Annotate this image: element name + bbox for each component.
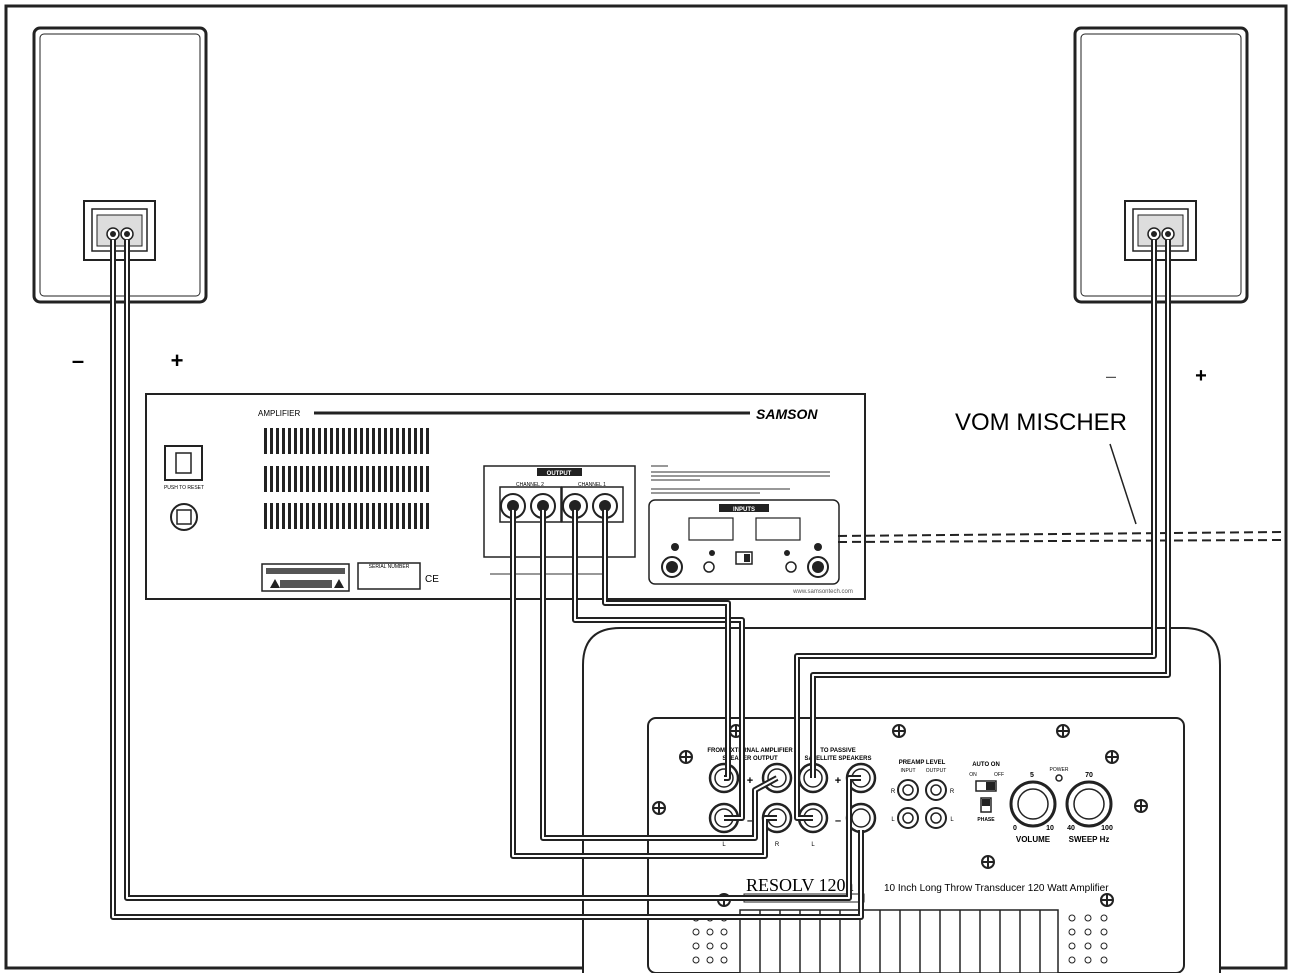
amplifier-label: AMPLIFIER bbox=[258, 409, 300, 418]
sweep-knob bbox=[1065, 780, 1113, 828]
push-to-reset-label: PUSH TO RESET bbox=[164, 485, 204, 491]
svg-text:R: R bbox=[775, 842, 780, 848]
cable-left-speaker-minus bbox=[110, 240, 864, 920]
to-passive-label: TO PASSIVE bbox=[820, 748, 855, 754]
heat-sink bbox=[739, 909, 1059, 973]
vom-mischer-label: VOM MISCHER bbox=[955, 409, 1127, 436]
channel-1-label: CHANNEL 1 bbox=[578, 482, 606, 488]
from-external-amp-label: FROM EXTERNAL AMPLIFIER bbox=[707, 748, 793, 754]
subwoofer: FROM EXTERNAL AMPLIFIER SPEAKER OUTPUT T… bbox=[582, 627, 1221, 973]
preamp-level-label: PREAMP LEVEL bbox=[899, 760, 946, 766]
amplifier-rear-panel: AMPLIFIER SAMSON PUSH TO RESET SERIAL NU… bbox=[145, 393, 866, 600]
right-minus-label: – bbox=[1106, 366, 1116, 386]
sweep-label: SWEEP Hz bbox=[1069, 835, 1110, 844]
svg-text:L: L bbox=[950, 817, 954, 823]
satellite-speakers-label: SATELLITE SPEAKERS bbox=[805, 756, 872, 762]
svg-text:+: + bbox=[747, 775, 753, 787]
ce-mark: CE bbox=[425, 574, 439, 585]
amp-input-jacks bbox=[661, 543, 829, 578]
svg-text:40: 40 bbox=[1067, 825, 1075, 832]
power-label: POWER bbox=[1050, 767, 1069, 773]
auto-on-label: AUTO ON bbox=[972, 762, 1000, 768]
left-speaker bbox=[32, 26, 208, 304]
svg-text:INPUT: INPUT bbox=[901, 768, 916, 774]
svg-text:100: 100 bbox=[1101, 825, 1113, 832]
subwoofer-description: 10 Inch Long Throw Transducer 120 Watt A… bbox=[884, 883, 1109, 894]
svg-text:70: 70 bbox=[1085, 772, 1093, 779]
cable-amp-ch1-minus bbox=[572, 506, 745, 821]
svg-text:R: R bbox=[891, 789, 896, 795]
cable-right-speaker-plus bbox=[810, 240, 1171, 778]
right-plus-label: + bbox=[1195, 365, 1207, 387]
volume-knob bbox=[1009, 780, 1057, 828]
power-led bbox=[1055, 774, 1063, 782]
resolv-logo: RESOLV 120a bbox=[746, 875, 854, 895]
samson-logo: SAMSON bbox=[756, 406, 818, 422]
volume-label: VOLUME bbox=[1016, 835, 1051, 844]
output-label: OUTPUT bbox=[547, 471, 572, 477]
serial-number-box bbox=[357, 562, 421, 590]
svg-text:–: – bbox=[747, 815, 753, 827]
left-plus-label: + bbox=[171, 348, 184, 373]
cable-amp-ch2-plus bbox=[540, 506, 779, 841]
svg-text:L: L bbox=[811, 842, 815, 848]
panel-screws bbox=[652, 724, 1148, 907]
left-minus-label: – bbox=[72, 348, 84, 373]
right-speaker-terminal bbox=[1124, 200, 1197, 261]
mixer-pointer-line bbox=[1109, 443, 1137, 525]
svg-text:+: + bbox=[835, 775, 841, 787]
speaker-cables bbox=[110, 240, 1171, 920]
cable-amp-ch1-plus bbox=[602, 506, 731, 781]
phase-label: PHASE bbox=[977, 817, 995, 823]
left-speaker-terminal bbox=[83, 200, 156, 261]
amp-fine-print bbox=[490, 465, 830, 575]
right-speaker bbox=[1073, 26, 1249, 304]
svg-text:5: 5 bbox=[1030, 772, 1034, 779]
svg-text:ON: ON bbox=[969, 772, 977, 778]
mixer-signal-lines bbox=[837, 531, 1285, 543]
svg-text:R: R bbox=[950, 789, 955, 795]
svg-text:L: L bbox=[722, 842, 726, 848]
amplifier-vents bbox=[263, 428, 431, 529]
serial-number-label: SERIAL NUMBER bbox=[369, 564, 410, 570]
svg-text:OUTPUT: OUTPUT bbox=[926, 768, 947, 774]
inputs-label: INPUTS bbox=[733, 507, 755, 513]
svg-text:L: L bbox=[891, 817, 895, 823]
preamp-rca-jacks bbox=[897, 779, 947, 829]
svg-text:0: 0 bbox=[1013, 825, 1017, 832]
terminal-contacts bbox=[110, 231, 1171, 510]
cable-amp-ch2-minus bbox=[510, 506, 777, 859]
channel-2-label: CHANNEL 2 bbox=[516, 482, 544, 488]
svg-text:10: 10 bbox=[1046, 825, 1054, 832]
speaker-output-label: SPEAKER OUTPUT bbox=[722, 756, 778, 762]
svg-text:–: – bbox=[835, 815, 841, 827]
svg-text:OFF: OFF bbox=[994, 772, 1004, 778]
cable-right-speaker-minus bbox=[794, 240, 1157, 821]
website-label: www.samsontech.com bbox=[792, 589, 853, 595]
cable-left-speaker-plus bbox=[124, 240, 861, 901]
